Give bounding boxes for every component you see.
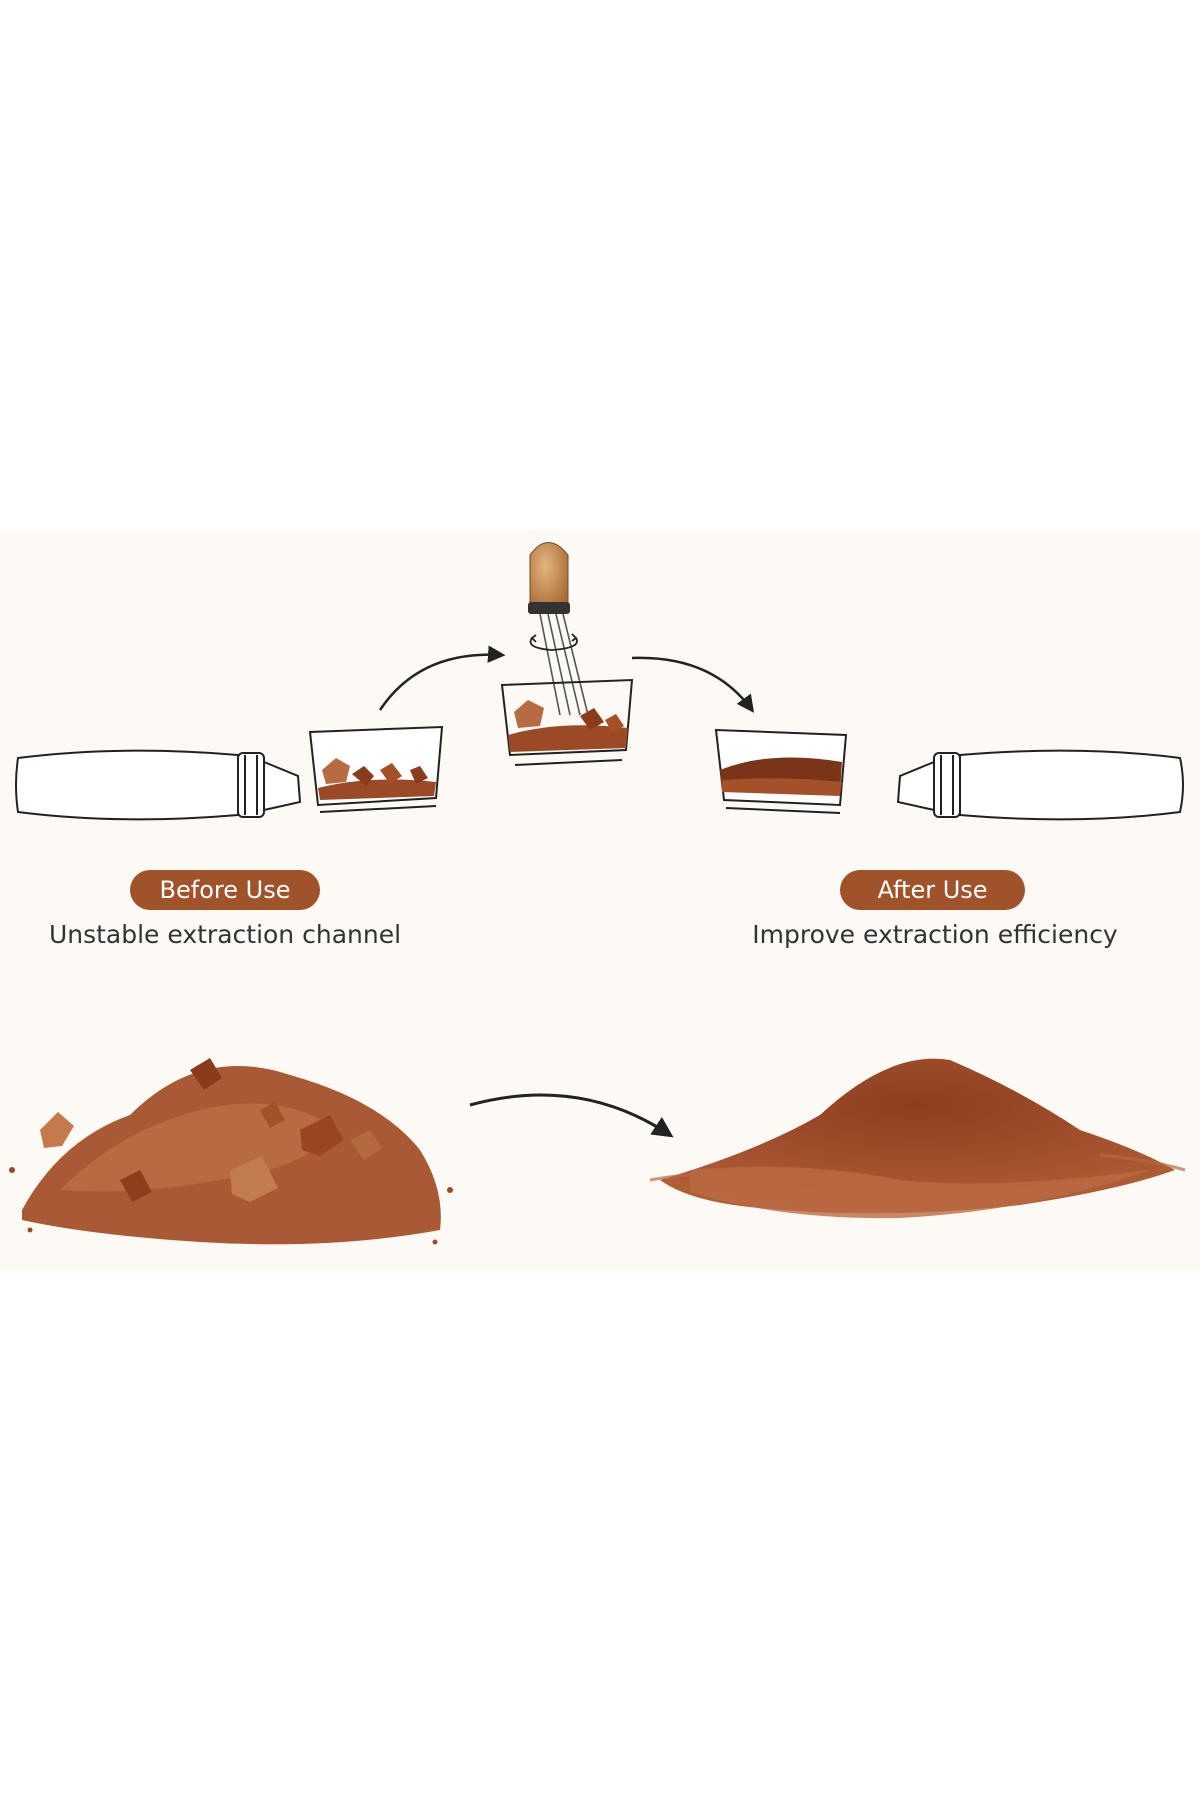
rotation-arrows-icon (529, 633, 578, 651)
grounds-being-stirred (508, 700, 628, 752)
before-after-illustration (9, 542, 1186, 1245)
curved-arrow-icon (469, 1093, 674, 1138)
after-use-badge: After Use (840, 870, 1025, 910)
portafilter-basket-middle-icon (500, 678, 634, 766)
before-use-caption: Unstable extraction channel (48, 920, 402, 949)
after-use-caption: Improve extraction efficiency (752, 920, 1118, 949)
coarse-grounds-pile-icon (9, 1058, 453, 1245)
distribution-tool-icon (528, 542, 589, 716)
portafilter-before-icon (15, 725, 444, 821)
coarse-grounds-in-basket (318, 758, 436, 800)
curved-arrow-icon (378, 645, 506, 711)
even-grounds-in-basket (720, 757, 842, 796)
comparison-panel: Before Use Unstable extraction channel A… (0, 530, 1200, 1270)
before-use-badge: Before Use (130, 870, 320, 910)
curved-arrow-icon (631, 656, 755, 713)
fine-grounds-pile-icon (649, 1058, 1186, 1219)
